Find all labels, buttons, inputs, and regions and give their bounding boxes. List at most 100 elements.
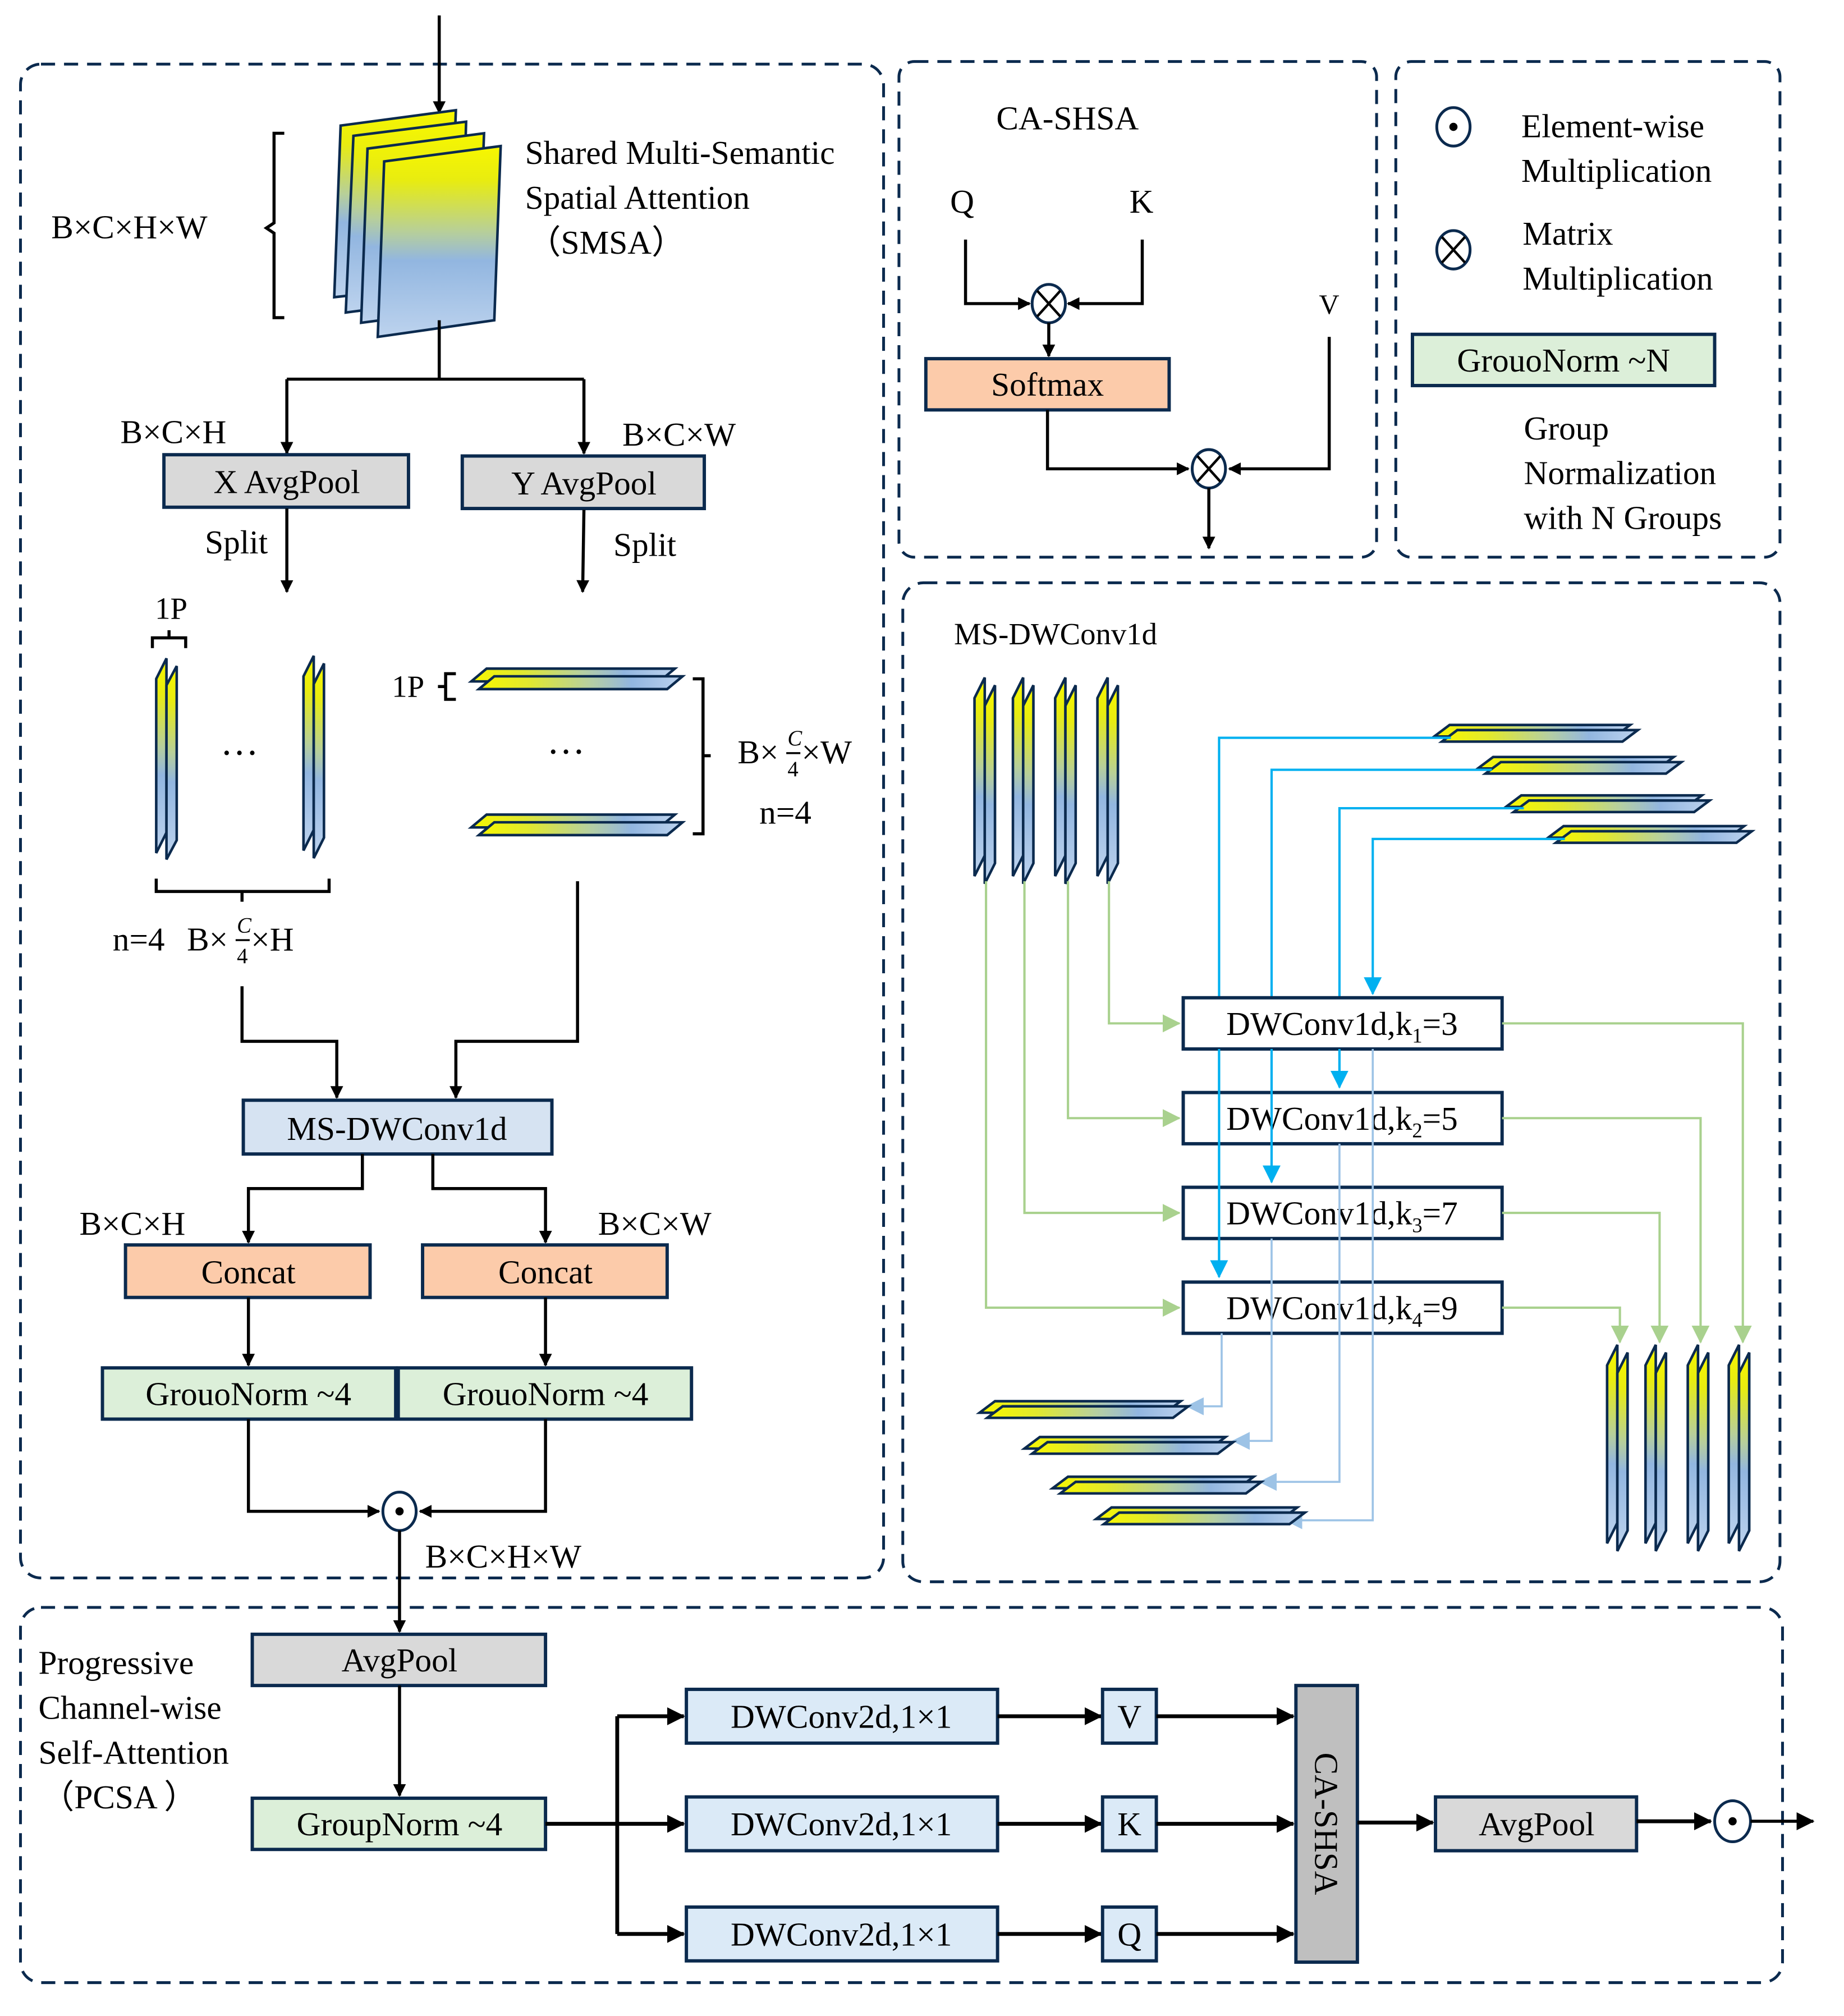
dwconv1d-k2-box: DWConv1d,k2=5 [1181, 1091, 1504, 1146]
legend-elementwise-line1: Element-wise [1521, 107, 1704, 144]
matmul-icon-1 [1030, 283, 1067, 324]
legend-elementwise-icon [1435, 106, 1472, 148]
msdw-input-slice-icon-2 [1011, 677, 1035, 885]
green-out-k3 [1502, 1212, 1669, 1344]
x-avgpool-box [162, 453, 410, 509]
dwconv1d-k1-sub: 1 [1412, 1024, 1422, 1047]
dwconv1d-k1-box: DWConv1d,k1=3 [1181, 996, 1504, 1051]
concat-dim-w: B×C×W [598, 1205, 712, 1242]
split-left-label: Split [205, 524, 268, 561]
green-out-k2 [1502, 1117, 1710, 1344]
x-avgpool-label: X AvgPool [214, 464, 360, 501]
green-out-k1 [1502, 1022, 1752, 1344]
one-p-right-bracket [438, 672, 456, 701]
smsa-title-line3: （SMSA） [527, 224, 685, 261]
pcsa-title-line3: Self-Attention [38, 1734, 228, 1771]
msdwconv-group [901, 581, 1782, 1583]
y-avgpool-label: Y AvgPool [511, 465, 657, 502]
concat-left-label: Concat [201, 1254, 296, 1291]
msdw-output-slice-icon-4 [1727, 1344, 1751, 1552]
concat-right-label: Concat [498, 1254, 593, 1291]
green-arrow-to-k3 [1023, 881, 1181, 1222]
dwconv1d-k2-val: =5 [1423, 1100, 1458, 1137]
n-right-label: n=4 [759, 794, 811, 831]
legend-matmul-icon [1435, 229, 1472, 271]
dwconv1d-k4-val: =9 [1423, 1290, 1458, 1327]
svg-text:DWConv1d,k2=5: DWConv1d,k2=5 [1226, 1100, 1458, 1142]
msdw-to-concat-left [242, 1154, 364, 1244]
dim-right-prefix: B× [737, 734, 778, 771]
right-slice-icon-1 [467, 667, 686, 691]
legend-matrix-line1: Matrix [1522, 215, 1613, 252]
dim-left-suffix: ×H [251, 920, 293, 957]
dwconv1d-k4-sub: 4 [1412, 1308, 1422, 1331]
msdw-output-hslice-icon-2 [1020, 1436, 1237, 1455]
pcsa-groupnorm-label: GroupNorm ~4 [297, 1806, 503, 1843]
dim-right-frac-num: C [787, 726, 802, 750]
green-arrow-to-k2 [1067, 881, 1181, 1128]
smsa-title-line1: Shared Multi-Semantic [525, 134, 835, 171]
left-slices-brace [154, 878, 331, 902]
cyan-arrow-to-k1 [1364, 837, 1565, 996]
msdw-output-slice-icon-1 [1606, 1344, 1629, 1552]
pcsa-cashsa-box [1294, 1684, 1359, 1964]
left-slice-icon-1 [155, 658, 178, 860]
pcsa-title-line4: （PCSA ） [41, 1779, 198, 1816]
msdw-input-slice-icon-3 [1054, 677, 1077, 885]
dwconv1d-k4-base: DWConv1d,k [1226, 1290, 1412, 1327]
green-arrow-to-k1 [1108, 881, 1181, 1033]
q-label: Q [1117, 1916, 1141, 1953]
ms-dwconv1d-box [241, 1098, 554, 1156]
smsa-title-line2: Spatial Attention [525, 179, 750, 216]
dwconv1d-k1-val: =3 [1423, 1005, 1458, 1042]
concat-left-box [123, 1243, 372, 1299]
cyan-arrow-to-k2 [1330, 807, 1524, 1089]
msdw-input-hslice-icon-3 [1502, 794, 1714, 814]
pcsa-avgpool-out-label: AvgPool [1479, 1806, 1595, 1843]
conv-k-box [685, 1795, 999, 1853]
msdw-to-concat-right [431, 1154, 552, 1244]
msdw-input-slice-icon-4 [1096, 677, 1120, 885]
gn-left-to-mult [246, 1419, 380, 1518]
dim-w-label: B×C×W [622, 416, 736, 453]
green-arrow-to-k4 [985, 881, 1181, 1317]
cashsa-q-label: Q [950, 183, 974, 220]
gn-left-box [100, 1366, 398, 1421]
msdw-title: MS-DWConv1d [954, 617, 1157, 651]
conv-v-box [685, 1688, 999, 1745]
ms-dwconv1d-label: MS-DWConv1d [287, 1110, 507, 1147]
cashsa-k-label: K [1130, 183, 1154, 220]
q-to-matmul [964, 239, 1031, 310]
legend-elementwise-line2: Multiplication [1521, 152, 1712, 189]
dim-right-suffix: ×W [801, 734, 851, 771]
msdw-output-hslice-icon-3 [1048, 1475, 1265, 1495]
dwconv1d-k3-val: =7 [1423, 1195, 1458, 1232]
right-slices-brace [692, 677, 711, 836]
split-right-arrow [576, 510, 590, 593]
dwconv1d-k3-sub: 3 [1412, 1213, 1422, 1236]
lightblue-out-k3 [1232, 1238, 1273, 1450]
lightblue-out-k4 [1186, 1333, 1223, 1415]
dim-h-label: B×C×H [121, 414, 227, 451]
cashsa-title: CA-SHSA [996, 100, 1139, 137]
conv-q-box [685, 1905, 999, 1963]
svg-text:DWConv1d,k3=7: DWConv1d,k3=7 [1226, 1195, 1458, 1237]
gn-left-label: GrouoNorm ~4 [145, 1375, 351, 1412]
concat-dim-h: B×C×H [79, 1205, 185, 1242]
dim-left-frac-num: C [237, 913, 252, 937]
v-box [1100, 1688, 1158, 1745]
concat-right-box [421, 1243, 669, 1299]
pcsa-avgpool-box [250, 1632, 548, 1688]
dwconv1d-k1-base: DWConv1d,k [1226, 1005, 1412, 1042]
pcsa-title-line1: Progressive [38, 1644, 194, 1681]
dim-left-frac-den: 4 [237, 944, 247, 968]
legend-gn-label: GrouoNorm ~N [1457, 342, 1670, 379]
dwconv1d-k2-sub: 2 [1412, 1119, 1422, 1142]
matmul-icon-2 [1190, 448, 1227, 490]
right-to-msdw-arrow [449, 881, 579, 1099]
lightblue-out-k1 [1284, 1049, 1374, 1529]
cashsa-v-label: V [1319, 288, 1339, 320]
softmax-label: Softmax [991, 366, 1104, 403]
v-to-matmul [1228, 337, 1331, 475]
